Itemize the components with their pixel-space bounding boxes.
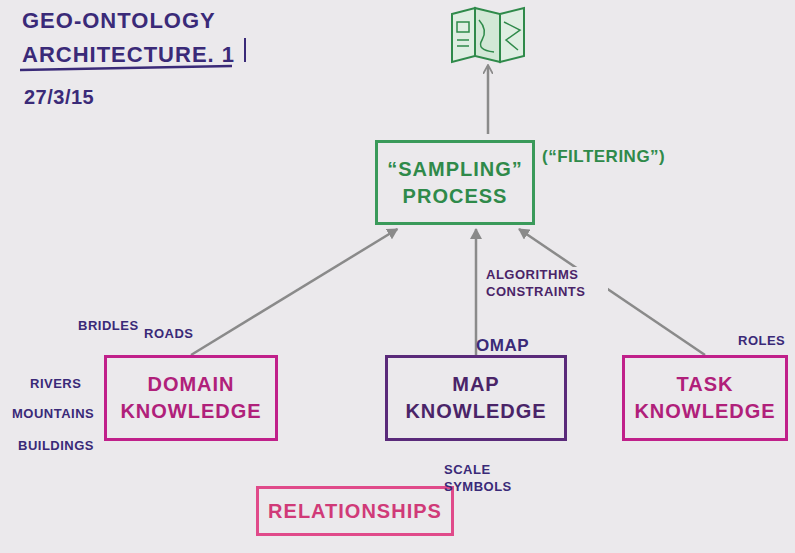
node-text: “SAMPLING” PROCESS — [386, 156, 524, 210]
note-label: RIVERS — [30, 376, 81, 393]
node-text: DOMAIN KNOWLEDGE — [115, 371, 267, 425]
note-label: ROADS — [144, 326, 193, 343]
relation-box: RELATIONSHIPS — [256, 486, 454, 536]
note-label: OMAP — [476, 335, 529, 357]
note-label: (“FILTERING”) — [542, 146, 665, 168]
map-icon — [452, 8, 524, 62]
note-label: MOUNTAINS — [12, 406, 94, 423]
note-label: ROLES — [738, 333, 785, 350]
node-text: RELATIONSHIPS — [268, 498, 442, 525]
note-label: BRIDLES — [78, 318, 139, 335]
connector-arrow — [191, 229, 397, 355]
note-label: SCALE SYMBOLS — [444, 462, 524, 496]
note-label: BUILDINGS — [18, 438, 94, 455]
knowledge-box: DOMAIN KNOWLEDGE — [104, 355, 278, 441]
title-mark — [244, 38, 246, 62]
diagram-title: GEO-ONTOLOGY ARCHITECTURE. 1 — [22, 4, 272, 72]
knowledge-box: TASK KNOWLEDGE — [622, 355, 788, 441]
node-text: TASK KNOWLEDGE — [633, 371, 777, 425]
output-arrow — [487, 66, 490, 134]
note-label: 27/3/15 — [24, 84, 94, 110]
process-box: “SAMPLING” PROCESS — [375, 140, 535, 225]
edge-label: ALGORITHMS CONSTRAINTS — [484, 267, 608, 301]
node-text: MAP KNOWLEDGE — [396, 371, 556, 425]
knowledge-box: MAP KNOWLEDGE — [385, 355, 567, 441]
